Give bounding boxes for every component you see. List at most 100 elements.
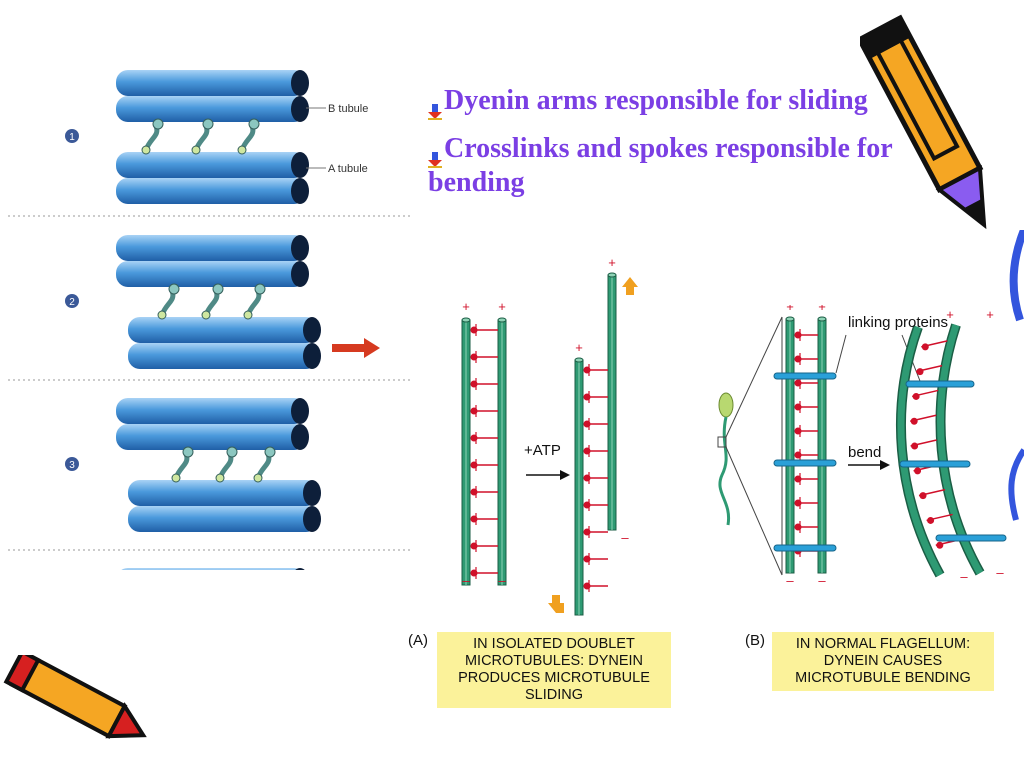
dynein-head — [917, 368, 924, 375]
dynein-motor — [471, 567, 499, 579]
dynein-base — [216, 474, 224, 482]
dynein-head — [922, 343, 929, 350]
dynein-motor — [584, 499, 609, 511]
doublet-tubule — [116, 152, 309, 204]
tubule-cylinder — [128, 506, 318, 532]
dynein-arm-icon — [202, 284, 223, 319]
pencil-clipart-icon — [0, 655, 160, 755]
dynein-arm-icon — [158, 284, 179, 319]
dynein-head — [471, 570, 478, 577]
dynein-motor — [795, 425, 819, 437]
tubule-cylinder — [116, 261, 306, 287]
tubule-cylinder — [116, 235, 306, 261]
dynein-arm-icon — [172, 447, 193, 482]
dynein-head — [169, 284, 179, 294]
panel-a-sliding-diagram: ++––++– +ATP — [440, 255, 670, 625]
dynein-head — [584, 475, 591, 482]
dynein-head — [471, 543, 478, 550]
dynein-base — [192, 146, 200, 154]
plus-sign: + — [575, 340, 583, 355]
dynein-head — [471, 489, 478, 496]
panel-b-bending-diagram: ++––++–– linking proteins bend — [710, 305, 1010, 585]
tubule-end — [303, 480, 321, 506]
dynein-arm-icon — [192, 119, 213, 154]
dynein-head — [471, 327, 478, 334]
doublet-tubule — [116, 70, 309, 122]
tubule-end — [291, 96, 309, 122]
dynein-head — [584, 367, 591, 374]
dynein-head — [584, 556, 591, 563]
a-tubule-label: A tubule — [328, 163, 368, 175]
minus-sign: – — [498, 573, 506, 588]
doublet-tubule — [116, 235, 309, 287]
dynein-motor — [471, 405, 499, 417]
doublet-tubule — [128, 317, 321, 369]
dynein-head — [795, 452, 802, 459]
microtubule-b2 — [818, 317, 826, 573]
dynein-base — [172, 474, 180, 482]
dynein-motor — [795, 329, 819, 341]
dynein-motor — [471, 324, 499, 336]
microtubule-cap — [786, 317, 794, 321]
linking-protein — [936, 535, 1006, 541]
dynein-head — [584, 394, 591, 401]
tubule-cylinder — [116, 424, 306, 450]
dynein-head — [795, 524, 802, 531]
tubule-cylinder — [128, 343, 318, 369]
dynein-head — [795, 332, 802, 339]
dynein-head — [795, 404, 802, 411]
dynein-head — [183, 447, 193, 457]
dynein-head — [584, 448, 591, 455]
plus-sign: + — [498, 299, 506, 314]
dynein-head — [936, 542, 943, 549]
dynein-head — [471, 462, 478, 469]
b-tubule-label: B tubule — [328, 103, 368, 115]
step-4: 4 — [65, 568, 319, 570]
dynein-motor — [471, 540, 499, 552]
dynein-head — [795, 428, 802, 435]
plus-sign: + — [818, 305, 826, 314]
tubule-end — [303, 506, 321, 532]
dynein-motor — [471, 351, 499, 363]
dynein-arm-icon — [142, 119, 163, 154]
dynein-motor — [471, 378, 499, 390]
doublet-tubule — [116, 398, 309, 450]
panel-a-letter: (A) — [408, 632, 428, 649]
dynein-base — [238, 146, 246, 154]
dynein-arm-icon — [238, 119, 259, 154]
dynein-head — [471, 435, 478, 442]
edge-decoration-icon — [996, 230, 1024, 530]
dynein-base — [254, 474, 262, 482]
plus-sign: + — [786, 305, 794, 314]
dynein-head — [927, 517, 934, 524]
bullet-arrow-icon — [428, 143, 442, 159]
microtubule-cap — [462, 318, 470, 322]
dynein-motor — [584, 553, 609, 565]
dynein-head — [255, 284, 265, 294]
linking-proteins-label: linking proteins — [848, 314, 948, 331]
linking-protein — [774, 373, 836, 379]
dynein-head — [213, 284, 223, 294]
slide-arrow-icon — [332, 338, 380, 358]
dynein-head — [914, 467, 921, 474]
linking-protein — [774, 545, 836, 551]
dynein-motor — [584, 391, 609, 403]
tubule-cylinder — [128, 317, 318, 343]
minus-sign: – — [818, 573, 826, 585]
dynein-head — [153, 119, 163, 129]
bend-label: bend — [848, 444, 881, 461]
panel-a-caption: IN ISOLATED DOUBLET MICROTUBULES: DYNEIN… — [437, 632, 671, 708]
dynein-head — [911, 443, 918, 450]
dynein-motor — [471, 459, 499, 471]
minus-sign: – — [996, 565, 1004, 580]
bend-arrowhead-icon — [880, 460, 890, 470]
tubule-end — [291, 398, 309, 424]
dynein-head — [471, 408, 478, 415]
tubule-cylinder — [116, 152, 306, 178]
dynein-head — [795, 476, 802, 483]
tubule-cylinder — [116, 70, 306, 96]
zoom-line — [726, 447, 782, 575]
dynein-head — [584, 583, 591, 590]
panel-b-letter: (B) — [745, 632, 765, 649]
tubule-cylinder — [128, 480, 318, 506]
